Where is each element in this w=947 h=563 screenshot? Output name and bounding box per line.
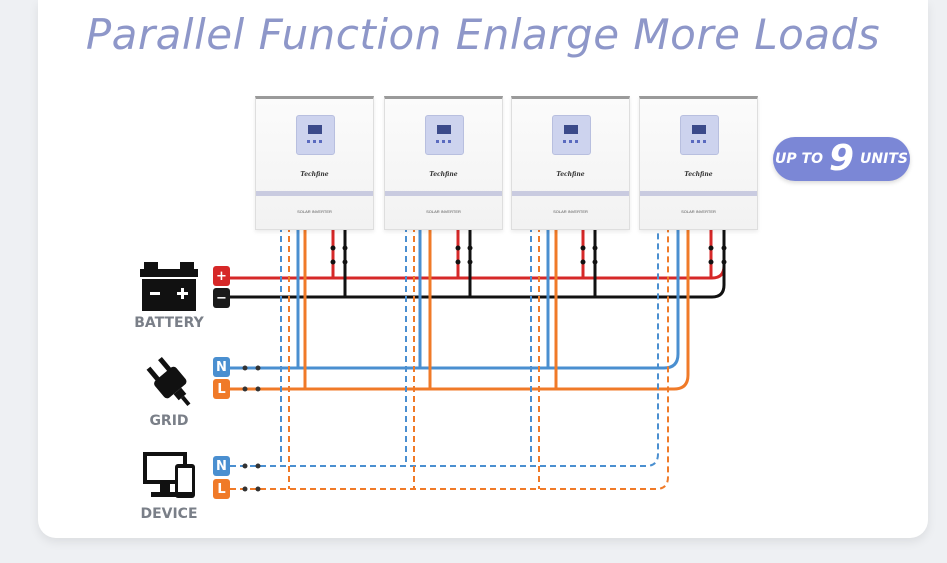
grid-neutral-wire <box>230 226 680 370</box>
inverter-brand: Techfine <box>556 171 585 178</box>
grid-live-terminal: L <box>213 379 230 399</box>
plug-icon <box>146 356 191 407</box>
inverter-brand: Techfine <box>684 171 713 178</box>
inverter-display <box>425 115 464 155</box>
inverter-display <box>296 115 335 155</box>
device-live-terminal: L <box>213 479 230 499</box>
inverter-stripe <box>256 191 373 196</box>
inverter-model: SOLAR INVERTER <box>426 209 461 214</box>
grid-live-wire <box>230 226 690 391</box>
inverter-stripe <box>385 191 502 196</box>
device-live-wire <box>230 226 669 490</box>
inverter-4: Techfine SOLAR INVERTER <box>639 96 758 230</box>
inverter-3: Techfine SOLAR INVERTER <box>511 96 630 230</box>
page-title: Parallel Function Enlarge More Loads <box>85 10 881 59</box>
inverter-2: Techfine SOLAR INVERTER <box>384 96 503 230</box>
inverter-display <box>680 115 719 155</box>
breaker-dots <box>330 245 727 265</box>
inverter-brand: Techfine <box>300 171 329 178</box>
inverter-model: SOLAR INVERTER <box>553 209 588 214</box>
device-neutral-terminal: N <box>213 456 230 476</box>
inverter-brand: Techfine <box>429 171 458 178</box>
grid-neutral-terminal: N <box>213 357 230 377</box>
badge-suffix: UNITS <box>860 151 908 167</box>
battery-negative-wire <box>230 226 726 299</box>
device-neutral-wire <box>230 226 659 467</box>
grid-label: GRID <box>149 413 189 429</box>
battery-icon <box>140 262 198 311</box>
inverter-stripe <box>640 191 757 196</box>
inverter-display <box>552 115 591 155</box>
battery-positive-terminal: + <box>213 266 230 286</box>
badge-prefix: UP TO <box>775 151 823 167</box>
positive-drops <box>331 226 713 278</box>
switch-contacts <box>242 365 261 492</box>
inverter-model: SOLAR INVERTER <box>681 209 716 214</box>
device-label: DEVICE <box>140 506 198 522</box>
inverter-model: SOLAR INVERTER <box>297 209 332 214</box>
battery-negative-terminal: − <box>213 288 230 308</box>
monitor-phone-icon <box>143 452 195 498</box>
inverter-1: Techfine SOLAR INVERTER <box>255 96 374 230</box>
inverter-stripe <box>512 191 629 196</box>
battery-label: BATTERY <box>134 315 204 331</box>
units-badge: UP TO 9 UNITS <box>773 137 910 181</box>
badge-number: 9 <box>828 138 855 179</box>
